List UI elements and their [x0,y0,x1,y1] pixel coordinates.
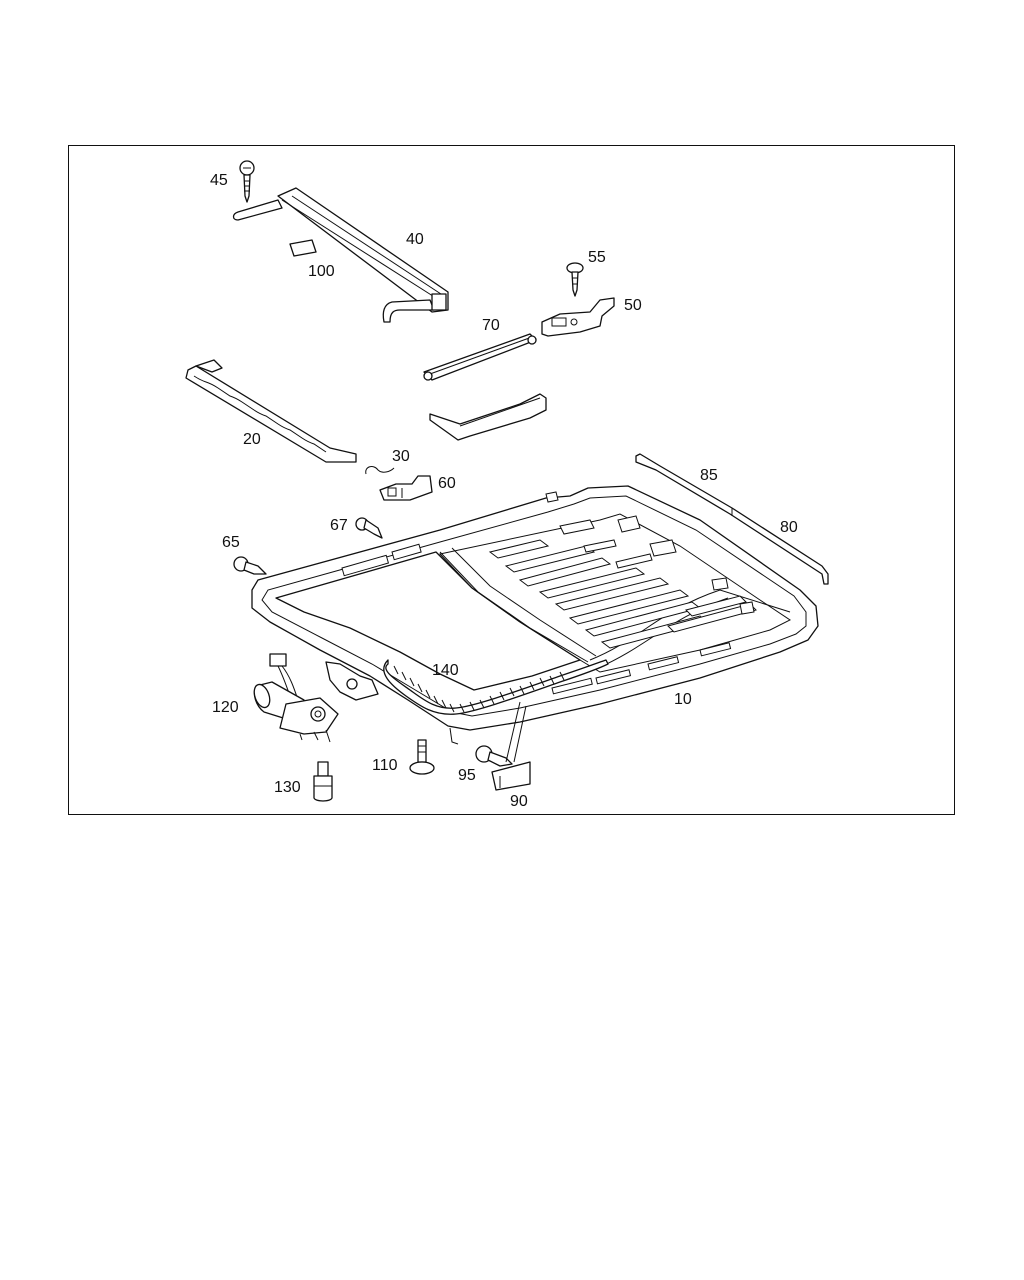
label-40: 40 [406,231,424,248]
label-120: 120 [212,699,239,716]
part-70-guide-rail [423,333,537,381]
label-67: 67 [330,517,348,534]
part-30-clip [365,466,395,475]
part-100-plate [289,239,317,257]
part-10-frame [251,485,819,745]
lower-bracket [429,393,547,441]
part-65-screw [233,556,267,575]
label-65: 65 [222,534,240,551]
part-140-cable [383,659,609,715]
part-85-80-rail [635,453,829,585]
label-20: 20 [243,431,261,448]
part-50-bracket [541,297,615,337]
part-95-screw [475,745,513,767]
label-85: 85 [700,467,718,484]
label-70: 70 [482,317,500,334]
motor-bracket [325,661,379,701]
part-110-bolt [409,739,435,775]
part-90-block [491,701,531,791]
part-55-screw [566,262,584,297]
part-60-slider [379,475,433,501]
label-55: 55 [588,249,606,266]
part-120-motor [253,653,339,743]
label-130: 130 [274,779,301,796]
label-45: 45 [210,172,228,189]
label-80: 80 [780,519,798,536]
label-60: 60 [438,475,456,492]
label-90: 90 [510,793,528,810]
label-110: 110 [372,757,398,774]
part-67-screw [355,517,383,539]
label-140: 140 [432,662,459,679]
label-50: 50 [624,297,642,314]
part-45-screw [239,160,255,203]
label-30: 30 [392,448,410,465]
part-130-pin [313,761,333,802]
label-10: 10 [674,691,692,708]
label-100: 100 [308,263,335,280]
part-20-rail [185,359,357,463]
part-40-cross-member [232,187,449,323]
label-95: 95 [458,767,476,784]
